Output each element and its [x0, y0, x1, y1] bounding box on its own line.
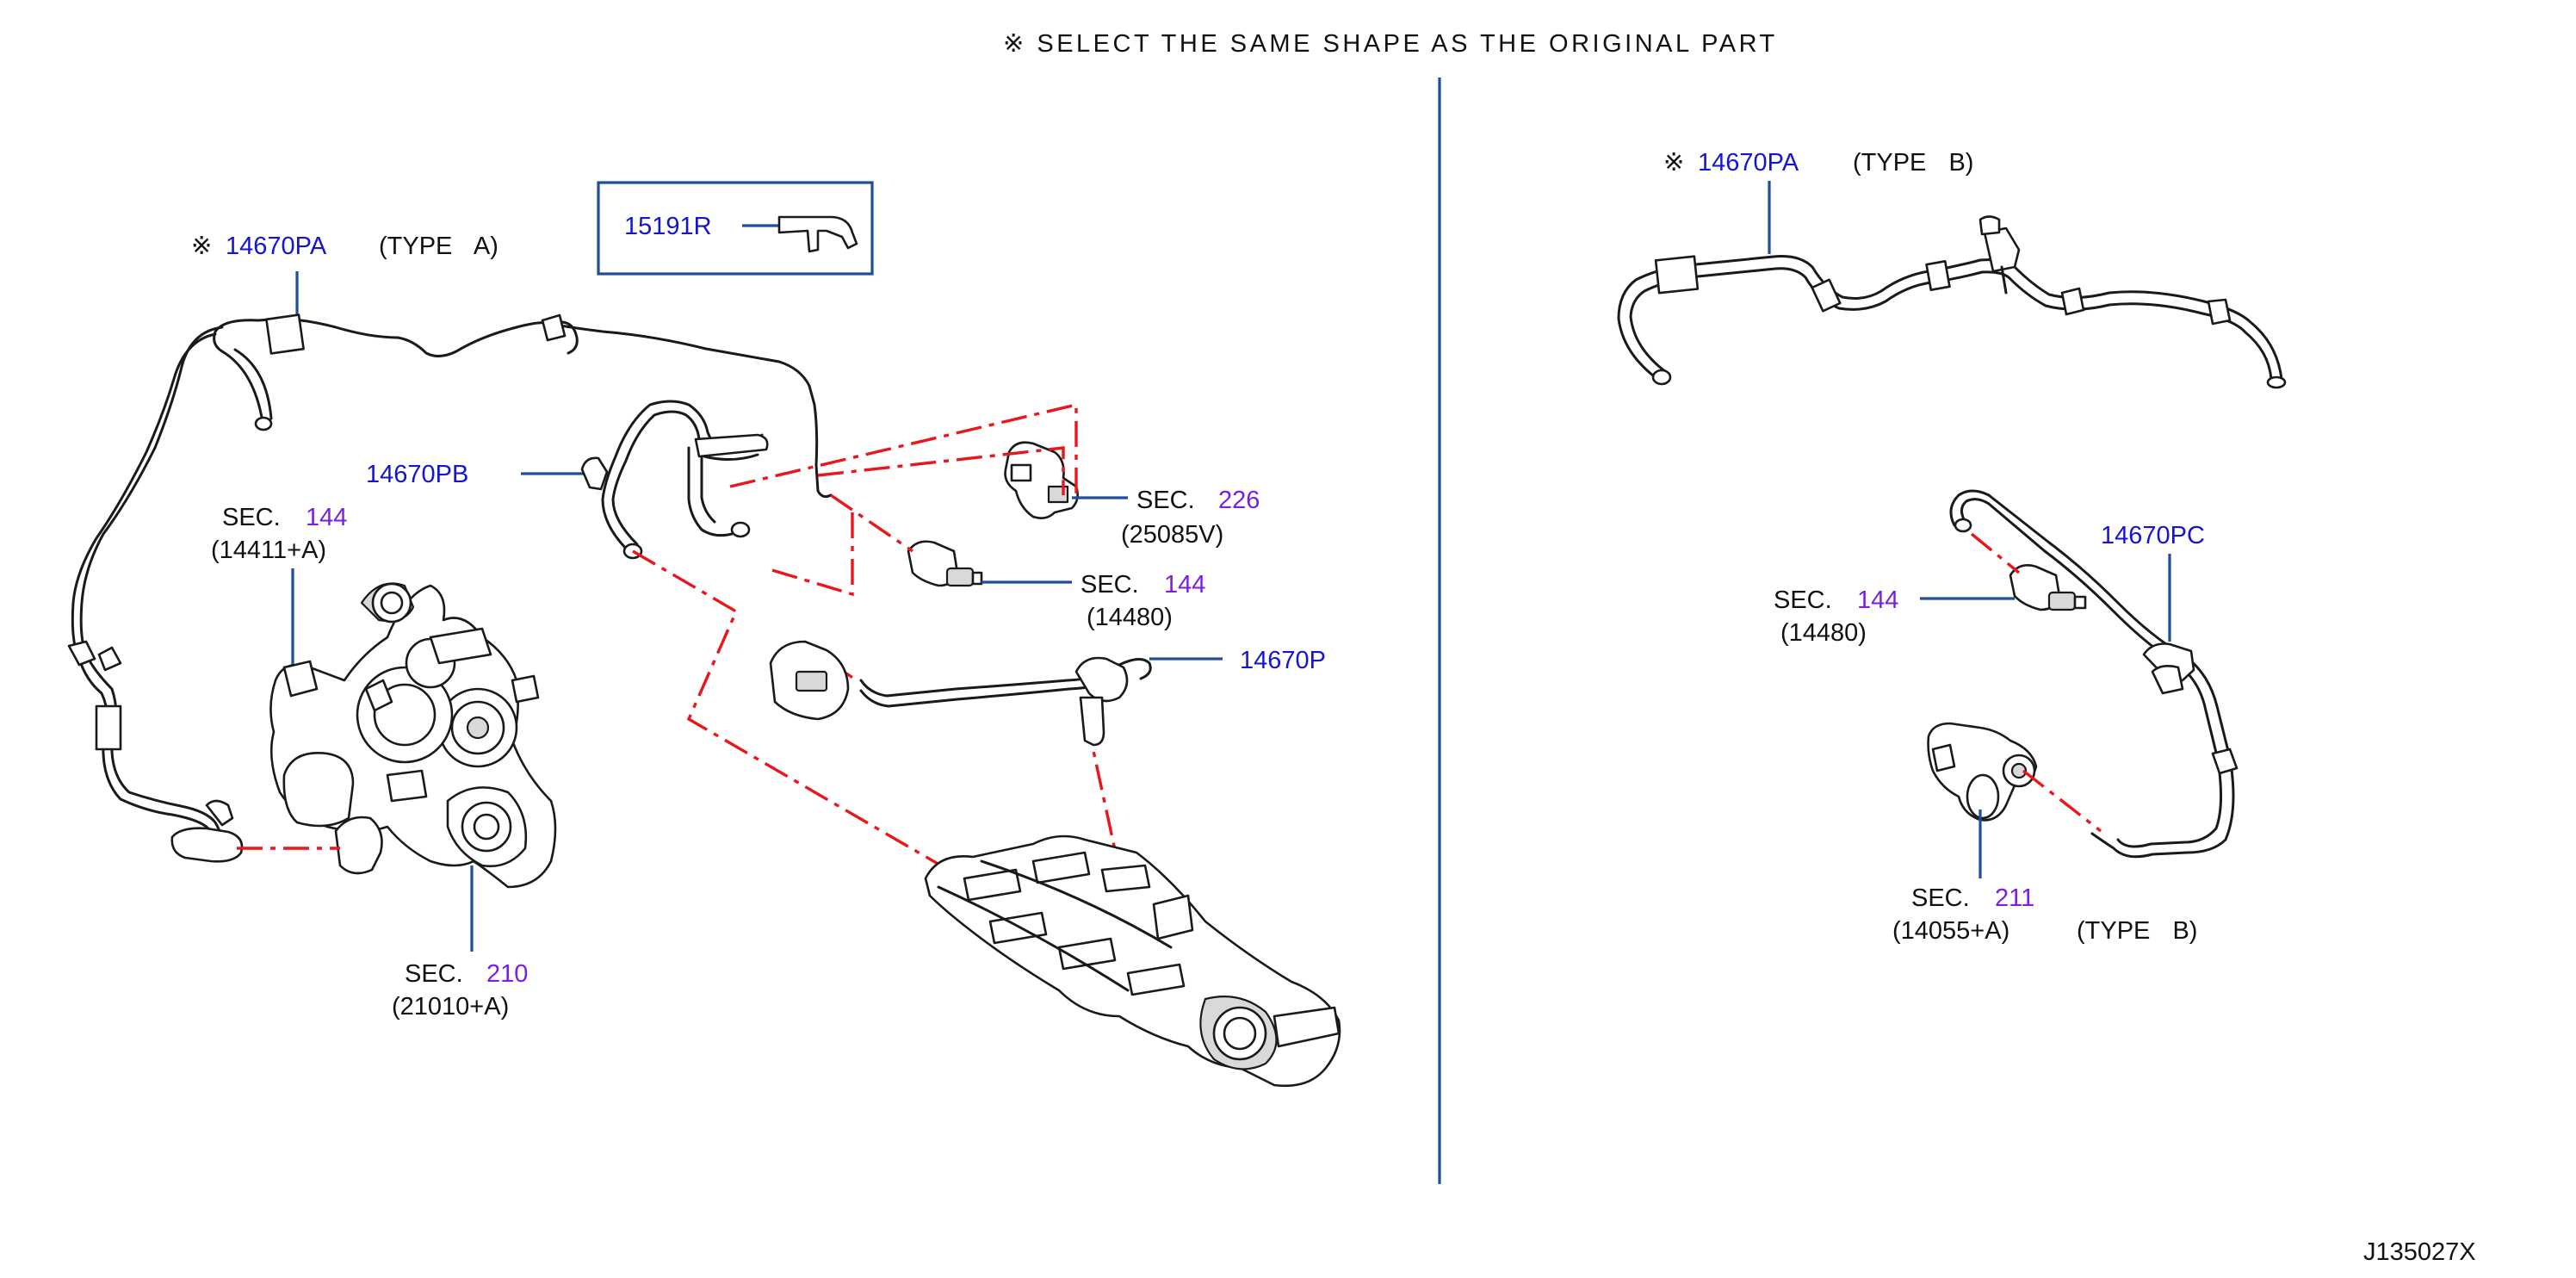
sec144-left-prefix: SEC.	[222, 504, 281, 531]
part-label-15191r[interactable]: 15191R	[624, 213, 712, 240]
sec226-num[interactable]: 226	[1218, 487, 1260, 514]
sec210-code: (21010+A)	[392, 993, 509, 1021]
hose-14670pa-type-a	[67, 313, 833, 863]
sec144-mid-code: (14480)	[1087, 604, 1173, 631]
sec144-right-prefix: SEC.	[1774, 586, 1832, 614]
sec144-right-num[interactable]: 144	[1857, 586, 1898, 614]
part-label-14670pc[interactable]: 14670PC	[2101, 522, 2205, 549]
type-a-label: (TYPE A)	[379, 233, 498, 260]
box-15191r	[597, 181, 874, 276]
type-a-mark: ※	[191, 233, 212, 260]
notice-text: ※ SELECT THE SAME SHAPE AS THE ORIGINAL …	[1003, 30, 1778, 58]
part-label-14670pa-type-a[interactable]: 14670PA	[226, 233, 327, 260]
hose-14670pa-type-b	[1617, 215, 2287, 389]
sec144-left-num[interactable]: 144	[306, 504, 347, 531]
connection-lines-type-b	[1970, 532, 2102, 833]
part-label-14670p[interactable]: 14670P	[1240, 647, 1326, 674]
tee-fitting-15191r	[777, 215, 858, 253]
sec144-left-code: (14411+A)	[211, 537, 326, 564]
sec210-prefix: SEC.	[405, 960, 463, 988]
sec144-mid-prefix: SEC.	[1081, 571, 1139, 599]
solenoid-14480-mid	[907, 540, 983, 587]
sec211-prefix: SEC.	[1911, 884, 1970, 912]
engine-front-assembly	[269, 582, 557, 889]
type-b-bottom-label: (TYPE B)	[2077, 917, 2197, 945]
diagram-id: J135027X	[2363, 1238, 2476, 1266]
part-label-14670pb[interactable]: 14670PB	[366, 461, 468, 488]
sec211-num[interactable]: 211	[1995, 884, 2034, 912]
part-label-14670pa-type-b[interactable]: 14670PA	[1698, 149, 1799, 177]
type-b-label: (TYPE B)	[1853, 149, 1973, 177]
sec226-code: (25085V)	[1121, 521, 1223, 549]
sec144-right-code: (14480)	[1780, 619, 1867, 647]
sec226-prefix: SEC.	[1136, 487, 1195, 514]
intake-manifold	[924, 834, 1341, 1088]
solenoid-14480-right	[2009, 564, 2087, 611]
hose-14670p	[769, 640, 1152, 747]
sec211-code: (14055+A)	[1892, 917, 2009, 945]
sec144-mid-num[interactable]: 144	[1164, 571, 1205, 599]
hose-14670pc	[1949, 489, 2239, 859]
regulator-14055	[1927, 722, 2038, 822]
hose-14670pb	[580, 400, 769, 560]
sec210-num[interactable]: 210	[486, 960, 528, 988]
type-b-mark: ※	[1663, 149, 1684, 177]
